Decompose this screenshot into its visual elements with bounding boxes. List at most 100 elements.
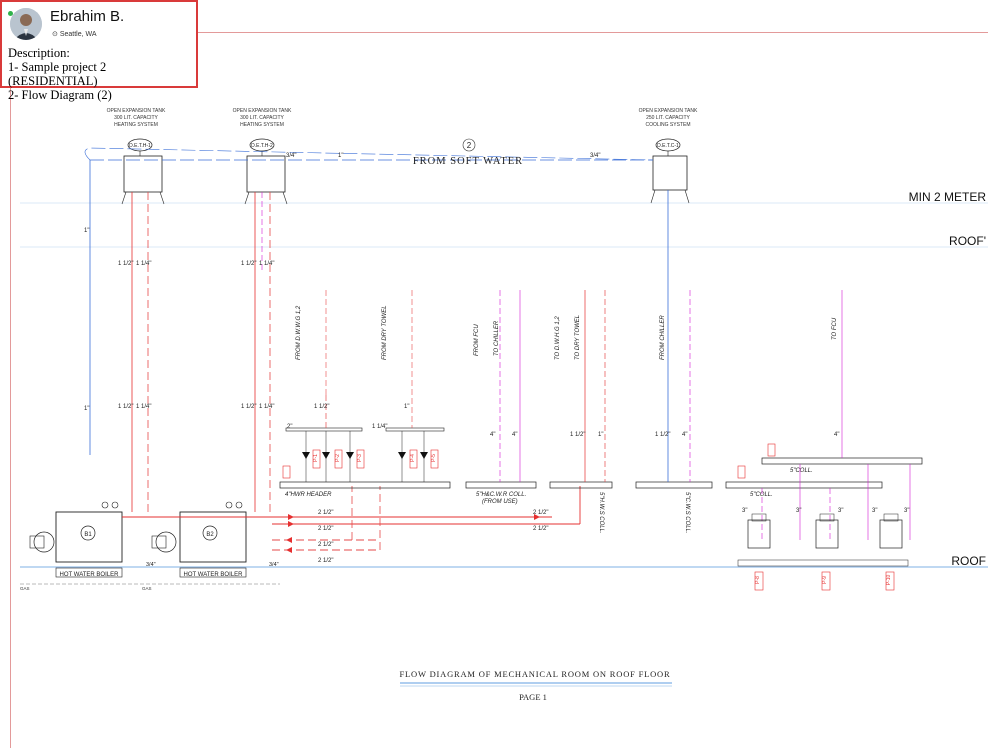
hcwr-collector: 5"H&C.W.R COLL. (FROM USE) — [465, 481, 537, 505]
gas-size-2: 3/4" — [269, 562, 279, 568]
pump-p8-label: P-8 — [755, 576, 761, 584]
hcwr-collector-sub: (FROM USE) — [482, 499, 518, 505]
riser-from-dry-towel: FROM DRY TOWEL — [382, 305, 388, 360]
soft-water-marker: 2 — [467, 141, 472, 150]
hwr-header: 4"HWR HEADER — [279, 427, 451, 498]
riser-size-8: 1 1/4" — [259, 404, 274, 410]
boiler-risers: 1 1/2" 1 1/4" 1 1/2" 1 1/4" 1 1/2" 1 1/4… — [118, 190, 274, 512]
boiler-b1-id: B1 — [84, 532, 92, 538]
pump-p5-label: P-5 — [431, 454, 437, 462]
boiler-mains: 2 1/2" 2 1/2" 2 1/2" 2 1/2" 2 1/2" 2 1/2… — [122, 486, 581, 564]
soft-water-size-3: 3/4" — [590, 153, 600, 159]
user-name[interactable]: Ebrahim B. — [50, 8, 125, 25]
service-risers: FROM D.W.W.G 1,2 FROM DRY TOWEL FROM FCU… — [287, 190, 843, 482]
pump-p4-label: P-4 — [410, 454, 416, 462]
pump-p2-label: P-2 — [335, 454, 341, 462]
gas-label-1: GAS — [20, 586, 30, 591]
expansion-tank-3: OPEN EXPANSION TANK 250 LIT. CAPACITY CO… — [639, 108, 698, 204]
hwr-branch-pumps: P-1 P-2 P-3 P-4 P-5 — [282, 431, 439, 482]
soft-water-label: FROM SOFT WATER — [413, 156, 523, 167]
riser-size-4: 1 1/4" — [259, 261, 274, 267]
gas-lines: GAS GAS 3/4" 3/4" — [20, 562, 280, 591]
boiler-b2-id: B2 — [206, 532, 214, 538]
tank-3-caption-3: COOLING SYSTEM — [645, 122, 690, 128]
coll-b-label: 5"COLL. — [750, 492, 773, 498]
main-size-6: 2 1/2" — [533, 526, 548, 532]
tank-3-caption-1: OPEN EXPANSION TANK — [639, 108, 698, 114]
user-location: ⊙ Seattle, WA — [52, 30, 97, 38]
gas-size-1: 3/4" — [146, 562, 156, 568]
riser-size-2: 1 1/4" — [136, 261, 151, 267]
pump-p3-label: P-3 — [357, 454, 363, 462]
riser-from-fcu: FROM FCU — [474, 324, 480, 356]
tank-1-caption-1: OPEN EXPANSION TANK — [107, 108, 166, 114]
soft-water-line: 2 FROM SOFT WATER 1" 3/4" 3/4" 1" 1" — [84, 138, 654, 455]
riser-size-dwwg: 1 1/2" — [314, 404, 329, 410]
pump-p1-label: P-1 — [313, 454, 319, 462]
tank-1-caption-3: HEATING SYSTEM — [114, 122, 158, 128]
pump-size-2: 3" — [796, 508, 801, 514]
location-text: Seattle, WA — [59, 31, 97, 38]
tank-1-id: D.E.T.H-1 — [129, 143, 151, 149]
riser-to-dry-towel: TO DRY TOWEL — [575, 315, 581, 360]
hwr-header-label: 4"HWR HEADER — [285, 492, 332, 498]
main-size-3: 2 1/2" — [318, 542, 333, 548]
tank-3-id: D.E.T.C-1 — [657, 143, 679, 149]
pump-size-1: 3" — [742, 508, 747, 514]
pump-p9-label: P-9 — [822, 576, 828, 584]
riser-to-chiller: TO CHILLER — [494, 320, 500, 356]
riser-to-fcu: TO FCU — [832, 317, 838, 340]
chw-collector-label: 5"C.W.S COLL. — [684, 492, 690, 534]
vent-size-2: 1" — [84, 406, 89, 412]
description-title: Description: — [8, 46, 70, 60]
person-icon — [10, 8, 42, 40]
tank-2-caption-2: 300 LIT. CAPACITY — [240, 115, 284, 121]
description-line-2: 2- Flow Diagram (2) — [8, 88, 112, 102]
expansion-tank-1: OPEN EXPANSION TANK 300 LIT. CAPACITY HE… — [107, 108, 166, 205]
coll-a-label: 5"COLL. — [790, 468, 813, 474]
level-min-2-meter: MIN 2 METER — [909, 190, 987, 204]
pump-size-4: 3" — [872, 508, 877, 514]
boiler-b1: B1 HOT WATER BOILER — [29, 501, 123, 578]
sub-header-size-1: 2" — [287, 424, 292, 430]
main-size-1: 2 1/2" — [318, 510, 333, 516]
pump-size-5: 3" — [904, 508, 909, 514]
profile-card: Ebrahim B. ⊙ Seattle, WA Description: 1-… — [0, 0, 198, 102]
avatar[interactable] — [10, 8, 42, 40]
pump-p10-label: P-10 — [886, 575, 892, 586]
hcwr-collector-label: 5"H&C.W.R COLL. — [476, 492, 526, 498]
chw-collector: 5"C.W.S COLL. — [635, 481, 713, 534]
riser-size-dry-towel: 1" — [404, 404, 409, 410]
riser-to-dwhg: TO D.W.H.G 1,2 — [555, 316, 561, 360]
hws-collector-label: 5"H.W.S COLL. — [598, 492, 604, 534]
riser-size-towel: 1" — [598, 432, 603, 438]
riser-size-from-chiller: 4" — [682, 432, 687, 438]
hws-collector: 5"H.W.S COLL. — [549, 481, 613, 534]
riser-size-1: 1 1/2" — [118, 261, 133, 267]
boiler-b2: B2 HOT WATER BOILER — [151, 501, 247, 578]
soft-water-size-1: 1" — [338, 153, 343, 159]
riser-from-chiller: FROM CHILLER — [660, 315, 666, 360]
riser-size-to-fcu: 4" — [834, 432, 839, 438]
project-description: Description: 1- Sample project 2 (RESIDE… — [8, 46, 196, 102]
tank-2-caption-3: HEATING SYSTEM — [240, 122, 284, 128]
tank-3-caption-2: 250 LIT. CAPACITY — [646, 115, 690, 121]
soft-water-size-2: 3/4" — [286, 153, 296, 159]
coll-headers: 5"COLL. 5"COLL. — [725, 457, 923, 498]
riser-size-exp: 1 1/2" — [655, 432, 670, 438]
riser-size-chiller: 4" — [512, 432, 517, 438]
boiler-b2-label: HOT WATER BOILER — [184, 572, 244, 578]
drawing-frame — [10, 32, 988, 748]
level-lines: MIN 2 METER ROOF' ROOF — [20, 190, 988, 568]
sub-header-size-2: 1 1/4" — [372, 424, 387, 430]
riser-from-dwwg: FROM D.W.W.G 1,2 — [296, 305, 302, 360]
riser-size-3: 1 1/2" — [241, 261, 256, 267]
riser-size-fcu: 4" — [490, 432, 495, 438]
pump-size-3: 3" — [838, 508, 843, 514]
main-size-4: 2 1/2" — [318, 558, 333, 564]
gas-label-2: GAS — [142, 586, 152, 591]
location-pin-icon: ⊙ — [52, 31, 60, 38]
level-roof: ROOF — [951, 554, 986, 568]
riser-size-dwhg: 1 1/2" — [570, 432, 585, 438]
page-number: PAGE 1 — [519, 692, 547, 702]
